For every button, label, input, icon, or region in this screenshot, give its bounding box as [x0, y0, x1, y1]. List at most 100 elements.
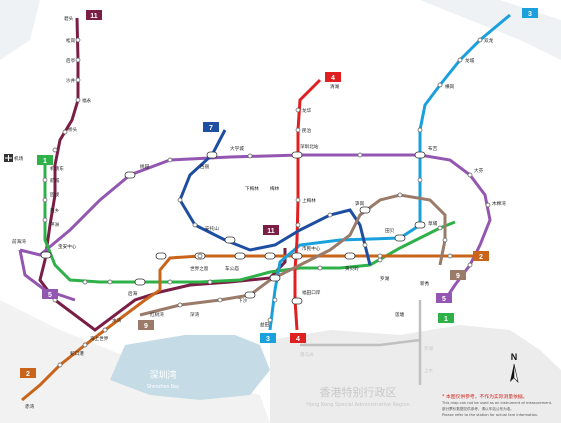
note-line-3: 部分票价数据仅供参考，请以车站公布为准。 [442, 406, 514, 411]
station-stop[interactable] [82, 342, 88, 348]
station-chegongmiao[interactable] [234, 252, 246, 260]
label-baoan-center: 宝安中心 [58, 243, 77, 250]
station-stop[interactable] [317, 265, 323, 271]
station-taoyuan[interactable] [124, 171, 136, 179]
station-stop[interactable] [57, 362, 63, 368]
line-9-badge-west[interactable]: 9 [138, 320, 154, 330]
station-stop[interactable] [167, 157, 173, 163]
station-stop[interactable] [295, 127, 301, 133]
station-shenzhen-north[interactable] [291, 151, 303, 159]
station-civic[interactable] [291, 252, 303, 260]
station-stop[interactable] [362, 242, 368, 248]
label-chiwan: 赤湾 [25, 403, 35, 410]
station-tianbei[interactable] [394, 234, 406, 242]
station-stop[interactable] [485, 202, 491, 208]
line-11-badge-south[interactable]: 11 [263, 225, 279, 235]
station-stop[interactable] [437, 82, 443, 88]
station-stop[interactable] [177, 197, 183, 203]
station-stop[interactable] [417, 177, 423, 183]
station-stop[interactable] [102, 327, 108, 333]
station-stop[interactable] [82, 279, 88, 285]
station-stop[interactable] [467, 262, 473, 268]
label-pingzhou: 坪洲 [50, 221, 60, 228]
line-5-badge-west[interactable]: 5 [42, 289, 58, 299]
svg-text:3: 3 [528, 11, 532, 18]
station-stop[interactable] [42, 197, 48, 203]
station-stop[interactable] [42, 217, 48, 223]
station-stop[interactable] [295, 107, 301, 113]
label-university: 大学城 [230, 145, 244, 152]
svg-text:2: 2 [26, 371, 30, 378]
label-caopu: 草埔 [428, 220, 438, 227]
station-stop[interactable] [377, 257, 383, 263]
station-stop[interactable] [377, 253, 383, 259]
station-caopu[interactable] [414, 221, 426, 229]
station-xili[interactable] [206, 151, 218, 159]
hong-kong-land [270, 325, 561, 423]
station-houhai[interactable] [134, 278, 146, 286]
svg-text:1: 1 [444, 316, 448, 323]
line-5-badge-east[interactable]: 5 [436, 293, 452, 303]
station-stop[interactable] [477, 37, 483, 43]
station-sungang[interactable] [359, 206, 371, 214]
station-stop[interactable] [447, 253, 453, 259]
station-shenzhenwan[interactable] [155, 252, 167, 260]
station-labels: 碧头 松岗 后亭 沙井 福永 桥头 机场 机场东 航城 固戍 西乡 坪洲 宝安中… [12, 15, 506, 410]
station-stop[interactable] [267, 317, 273, 323]
station-antuoshan[interactable] [224, 236, 236, 244]
station-stop[interactable] [75, 77, 81, 83]
label-huangbeiling: 黄贝岭 [345, 265, 359, 272]
station-qianhaiwan[interactable] [40, 251, 52, 259]
line-11-badge-north[interactable]: 11 [86, 10, 102, 20]
line-4-badge-south[interactable]: 4 [290, 333, 306, 343]
station-stop[interactable] [457, 57, 463, 63]
station-stop[interactable] [437, 225, 443, 231]
label-haishang: 海上世界 [90, 335, 109, 342]
station-stop[interactable] [42, 177, 48, 183]
line-2-badge-east[interactable]: 2 [473, 251, 489, 261]
station-stop[interactable] [167, 279, 173, 285]
station-stop[interactable] [417, 127, 423, 133]
station-huangbeiling[interactable] [344, 252, 356, 260]
line-1-badge-east[interactable]: 1 [438, 313, 454, 323]
label-shuiwan: 水湾 [112, 317, 122, 324]
station-stop[interactable] [467, 172, 473, 178]
station-stop[interactable] [272, 297, 278, 303]
station-stop[interactable] [397, 192, 403, 198]
station-futian[interactable] [269, 274, 281, 282]
airport-icon [4, 154, 13, 162]
station-buji[interactable] [414, 151, 426, 159]
station-stop[interactable] [442, 237, 448, 243]
line-2-path [21, 254, 480, 402]
line-2-badge-south[interactable]: 2 [20, 368, 36, 378]
label-buji: 布吉 [428, 145, 438, 152]
station-stop[interactable] [197, 253, 203, 259]
label-songgang: 松岗 [66, 37, 76, 44]
line-4-badge-north[interactable]: 4 [325, 72, 341, 82]
station-stop[interactable] [295, 222, 301, 228]
station-stop[interactable] [75, 97, 81, 103]
label-qinghu: 清湖 [330, 83, 340, 90]
station-stop[interactable] [357, 152, 363, 158]
station-futian-port[interactable] [291, 297, 303, 305]
station-stop[interactable] [75, 57, 81, 63]
station-stop[interactable] [327, 212, 333, 218]
station-stop[interactable] [295, 197, 301, 203]
station-stop[interactable] [217, 297, 223, 303]
station-xiasha[interactable] [244, 291, 256, 299]
station-shopping-park[interactable] [264, 252, 276, 260]
line-7-badge-north[interactable]: 7 [203, 122, 219, 132]
station-stop[interactable] [247, 153, 253, 159]
station-stop[interactable] [107, 279, 113, 285]
station-stop[interactable] [75, 37, 81, 43]
station-stop[interactable] [62, 129, 68, 135]
station-stop[interactable] [52, 147, 58, 153]
station-stop[interactable] [192, 222, 198, 228]
station-stop[interactable] [207, 279, 213, 285]
line-1-path [43, 160, 456, 284]
line-3-badge-south[interactable]: 3 [260, 333, 276, 343]
line-1-badge-west[interactable]: 1 [37, 155, 53, 165]
line-9-badge-east[interactable]: 9 [450, 270, 466, 280]
station-stop[interactable] [177, 302, 183, 308]
line-3-badge-north[interactable]: 3 [522, 8, 538, 18]
